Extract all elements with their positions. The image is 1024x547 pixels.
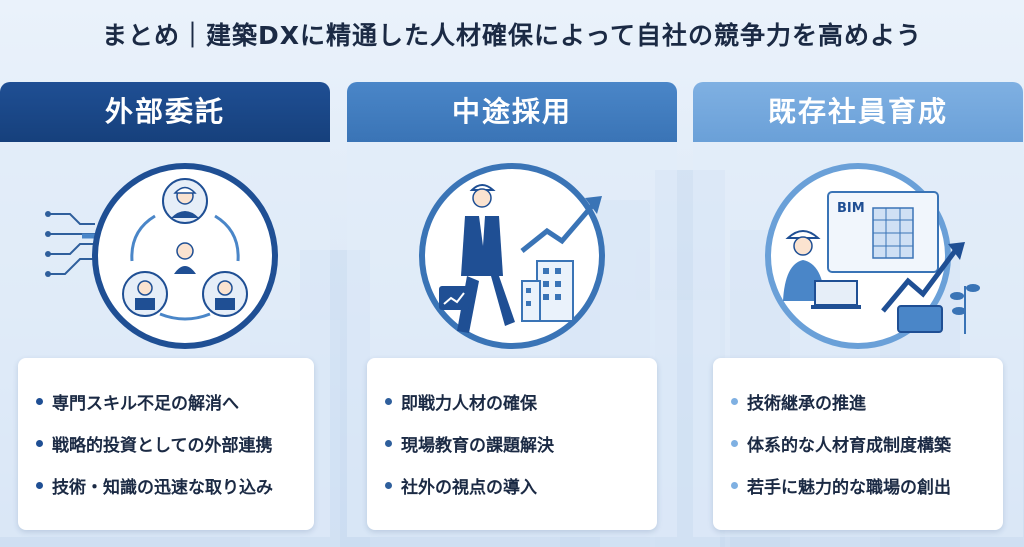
plant-icon xyxy=(950,284,980,334)
list-item: 即戦力人材の確保 xyxy=(385,380,657,422)
bullet-dot xyxy=(731,481,738,489)
list-item: 戦略的投資としての外部連携 xyxy=(36,422,314,464)
list-item: 若手に魅力的な職場の創出 xyxy=(731,464,1003,506)
bullet-card: 即戦力人材の確保 現場教育の課題解決 社外の視点の導入 xyxy=(367,358,657,530)
column-mid-career-hiring: 中途採用 xyxy=(347,82,677,537)
list-item: 技術・知識の迅速な取り込み xyxy=(36,464,314,506)
training-illustration: BIM xyxy=(765,163,980,349)
hiring-illustration xyxy=(419,163,605,349)
column-heading: 中途採用 xyxy=(347,82,677,142)
outsourcing-network-illustration xyxy=(45,163,278,349)
bullet-dot xyxy=(731,439,738,447)
bullet-card: 専門スキル不足の解消へ 戦略的投資としての外部連携 技術・知識の迅速な取り込み xyxy=(18,358,314,530)
growth-arrow-icon xyxy=(520,204,594,253)
bullet-dot xyxy=(385,439,392,447)
list-item: 技術継承の推進 xyxy=(731,380,1003,422)
svg-text:BIM: BIM xyxy=(837,201,865,216)
businessman-icon xyxy=(439,184,515,333)
briefcase-icon xyxy=(439,286,469,310)
list-item: 専門スキル不足の解消へ xyxy=(36,380,314,422)
column-heading: 既存社員育成 xyxy=(693,82,1023,142)
bullet-dot xyxy=(731,397,738,405)
column-body: BIM xyxy=(693,142,1023,537)
bullet-dot xyxy=(36,439,43,447)
bullet-card: 技術継承の推進 体系的な人材育成制度構築 若手に魅力的な職場の創出 xyxy=(713,358,1003,530)
column-employee-development: 既存社員育成 BIM xyxy=(693,82,1023,537)
column-outsourcing: 外部委託 xyxy=(0,82,330,537)
list-item: 社外の視点の導入 xyxy=(385,464,657,506)
bullet-dot xyxy=(36,397,43,405)
bullet-dot xyxy=(36,481,43,489)
laptop-icon xyxy=(814,280,858,306)
circuit-icon xyxy=(48,213,95,275)
page-title: まとめ｜建築DXに精通した人材確保によって自社の競争力を高めよう xyxy=(101,21,923,50)
remote-worker-icon xyxy=(202,271,248,317)
column-body: 即戦力人材の確保 現場教育の課題解決 社外の視点の導入 xyxy=(347,142,677,537)
worker-with-laptop-icon xyxy=(783,230,861,309)
remote-worker-icon xyxy=(122,271,168,317)
growth-arrow-icon xyxy=(881,249,958,313)
building-icon xyxy=(521,260,574,322)
engineer-icon xyxy=(162,178,208,224)
column-heading: 外部委託 xyxy=(0,82,330,142)
column-body: 専門スキル不足の解消へ 戦略的投資としての外部連携 技術・知識の迅速な取り込み xyxy=(0,142,330,537)
toolbox-icon xyxy=(897,305,943,333)
list-item: 現場教育の課題解決 xyxy=(385,422,657,464)
bim-screen-icon: BIM xyxy=(827,191,939,273)
list-item: 体系的な人材育成制度構築 xyxy=(731,422,1003,464)
bullet-dot xyxy=(385,481,392,489)
bullet-dot xyxy=(385,397,392,405)
person-icon xyxy=(174,242,196,274)
